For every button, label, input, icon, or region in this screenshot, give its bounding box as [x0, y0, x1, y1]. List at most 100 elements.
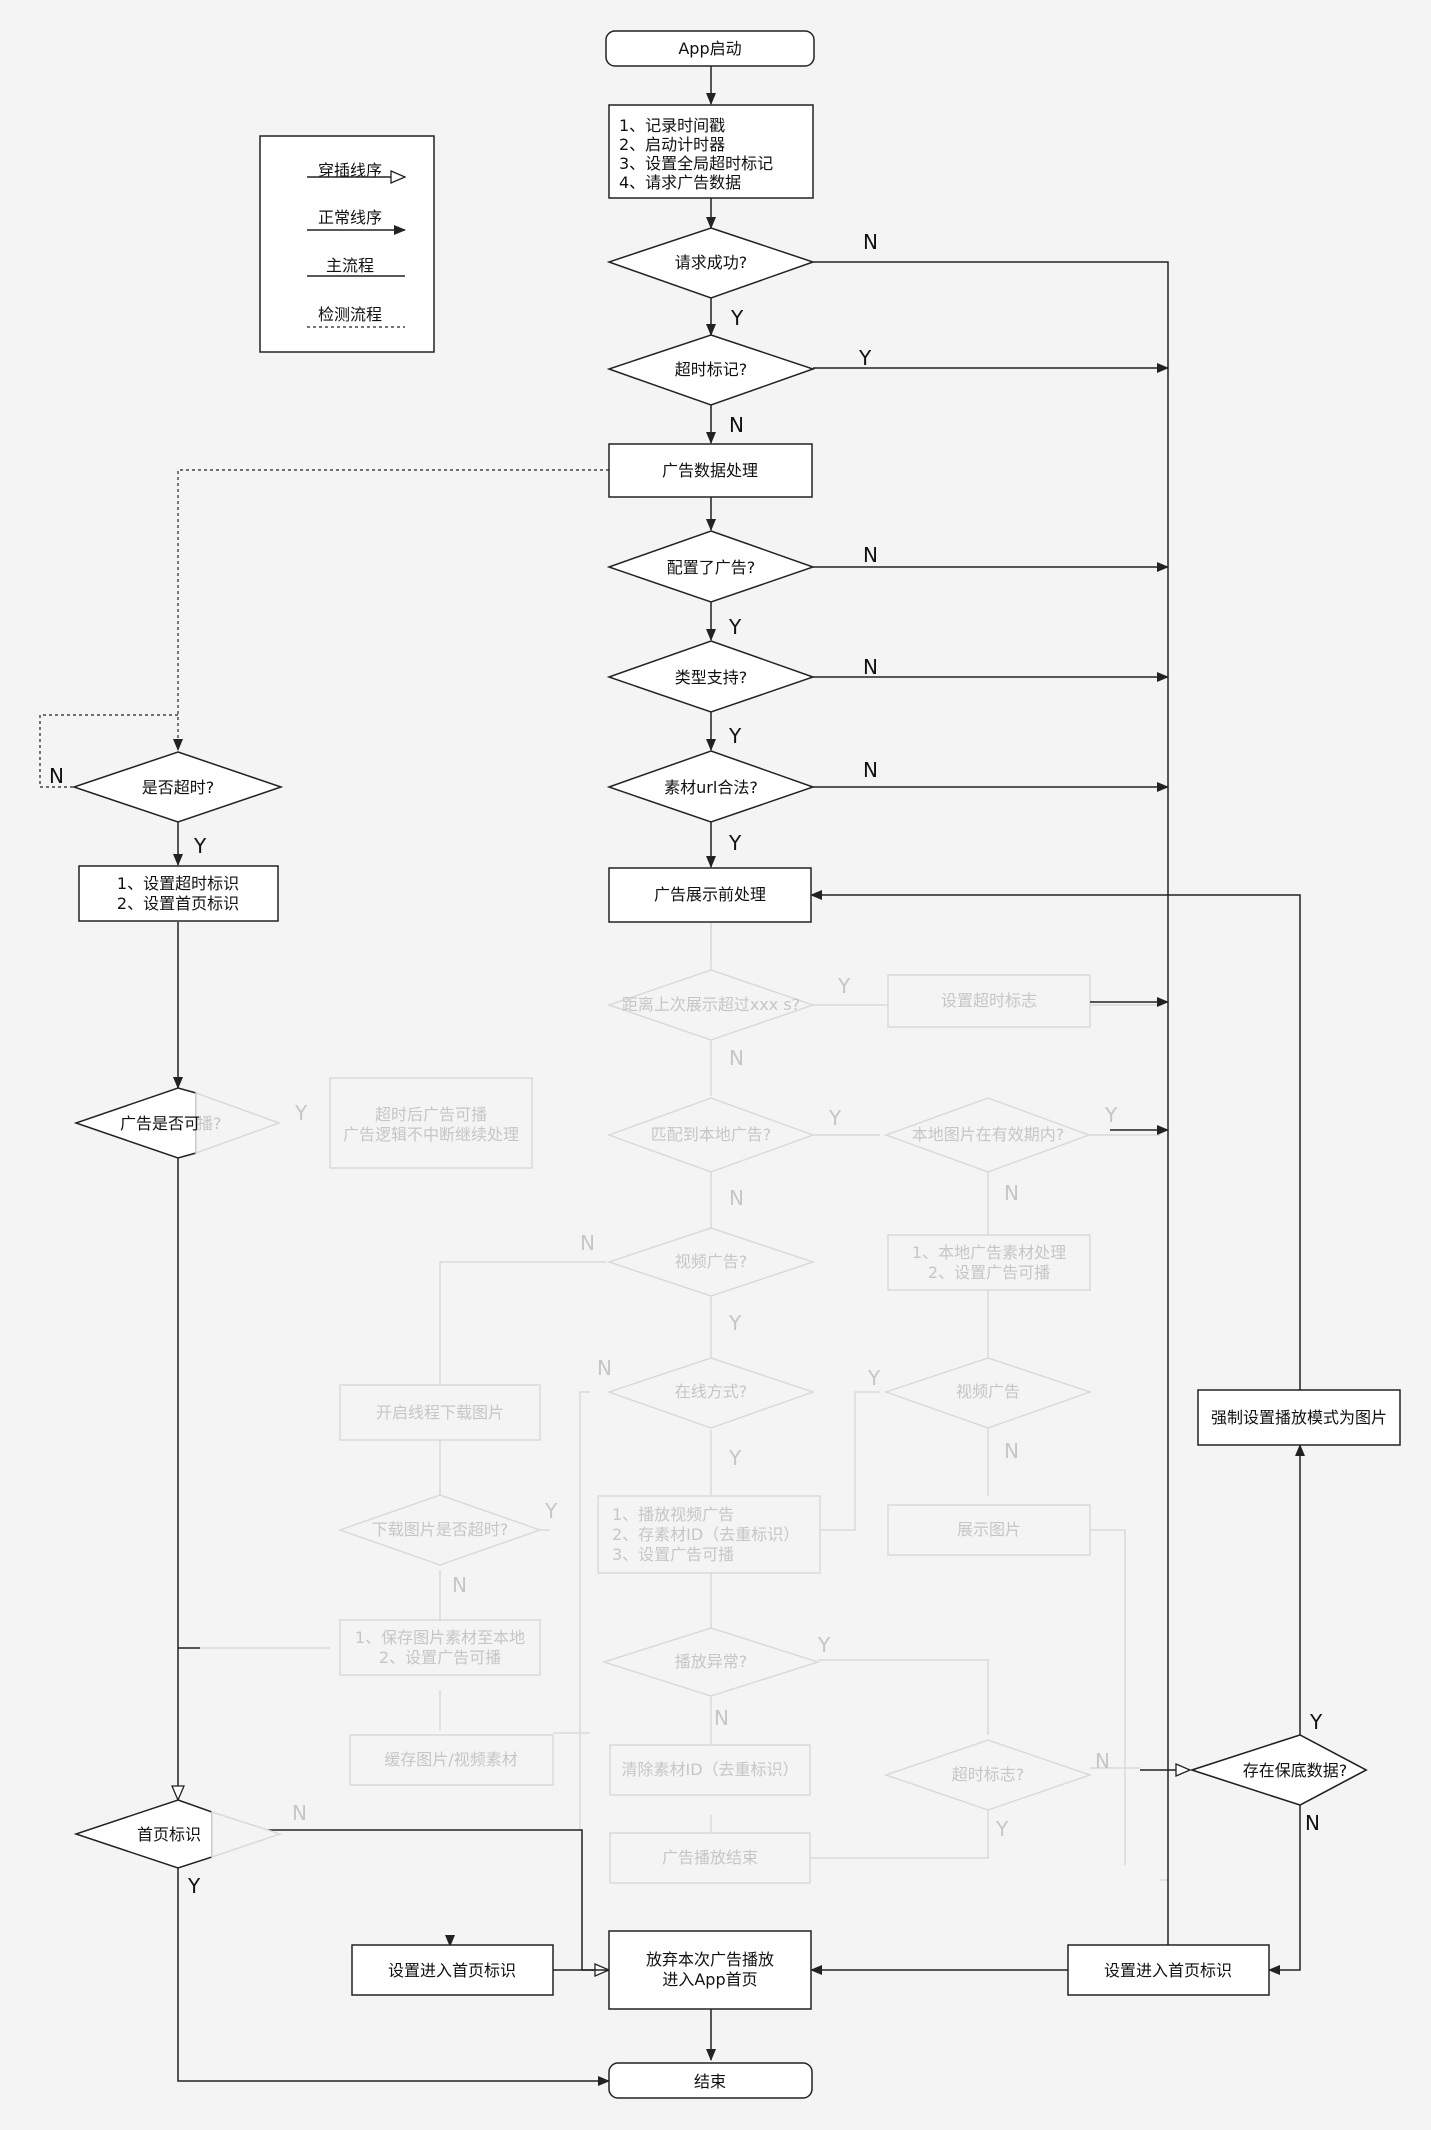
- set-flags-step-1: 1、设置超时标识: [117, 874, 239, 893]
- connector-request-no-collector: [813, 261, 1168, 1960]
- faded-yes-label: Y: [544, 1499, 558, 1523]
- faded-yes-label: Y: [867, 1366, 881, 1390]
- faded-decision: [606, 1357, 816, 1429]
- yes-label: Y: [1309, 1710, 1323, 1734]
- yes-label: Y: [728, 724, 742, 748]
- process-ad-data: [608, 443, 813, 498]
- faded-no-label: N: [580, 1231, 595, 1255]
- connector-check-flow: [173, 469, 609, 751]
- process-pre-display: [608, 867, 812, 923]
- abandon-line-1: 放弃本次广告播放: [646, 1950, 774, 1969]
- decision-has-fallback-outline: [1189, 1734, 1368, 1806]
- process-pre-display-label: 广告展示前处理: [654, 885, 766, 904]
- yes-label: Y: [728, 615, 742, 639]
- set-flags-step-2: 2、设置首页标识: [117, 894, 239, 913]
- faded-decision-label: 下载图片是否超时?: [372, 1520, 509, 1539]
- main-nodes: App启动 1、记录时间戳 2、启动计时器 3、设置全局超时标记 4、请求广告数…: [71, 30, 1401, 2099]
- faded-process: [597, 1495, 821, 1574]
- yes-label: Y: [187, 1874, 201, 1898]
- faded-branch: 距离上次展示超过xxx s? 设置超时标志 超时后广告可播 广告逻辑不中断继续处…: [200, 920, 1168, 1884]
- init-step-1: 1、记录时间戳: [619, 116, 725, 135]
- yes-label: Y: [858, 346, 872, 370]
- legend-through-line-label: 穿插线序: [318, 161, 382, 180]
- faded-no-label: N: [1095, 1749, 1110, 1773]
- init-step-4: 4、请求广告数据: [619, 173, 741, 192]
- faded-decision: [883, 1357, 1093, 1429]
- faded-decision-label: 视频广告?: [675, 1252, 748, 1271]
- faded-no-label: N: [597, 1356, 612, 1380]
- decision-homepage-flag: [73, 1799, 213, 1869]
- faded-process-label: 2、设置广告可播: [928, 1263, 1050, 1282]
- decision-is-timeout-label: 是否超时?: [142, 778, 215, 797]
- decision-homepage-flag-label: 首页标识: [137, 1825, 201, 1844]
- faded-process-label: 广告逻辑不中断继续处理: [343, 1125, 519, 1144]
- yes-label: Y: [730, 306, 744, 330]
- decision-has-fallback-label: 存在保底数据?: [1243, 1761, 1348, 1780]
- legend-main-flow-label: 主流程: [326, 256, 374, 275]
- no-label: N: [863, 543, 878, 567]
- yes-label: Y: [728, 831, 742, 855]
- faded-yes-label: Y: [728, 1311, 742, 1335]
- no-label: N: [863, 230, 878, 254]
- connector-homepage-end: [177, 1868, 610, 2086]
- faded-connector: [1089, 1529, 1126, 1865]
- faded-process: [887, 974, 1091, 1028]
- decision-timeout-flag: [606, 334, 816, 406]
- faded-yes-label: Y: [728, 1446, 742, 1470]
- decision-timeout-flag-label: 超时标记?: [675, 360, 748, 379]
- decision-ad-playable-label: 广告是否可: [120, 1114, 200, 1133]
- connector-force-to-predisplay: [810, 890, 1301, 1407]
- process-set-home-right-label: 设置进入首页标识: [1104, 1961, 1232, 1980]
- faded-decision: [601, 1627, 821, 1697]
- faded-process: [887, 1504, 1091, 1556]
- init-process: [608, 104, 814, 199]
- process-abandon: [608, 1930, 812, 2010]
- faded-no-label: N: [714, 1706, 729, 1730]
- decision-ad-configured-label: 配置了广告?: [667, 558, 756, 577]
- faded-decision: [606, 1097, 816, 1173]
- connector-fallback-no: [1268, 1805, 1301, 1975]
- faded-no-label: N: [729, 1186, 744, 1210]
- no-label: N: [863, 655, 878, 679]
- no-label: N: [292, 1801, 307, 1825]
- start-terminal-label: App启动: [678, 39, 741, 58]
- decision-type-supported-label: 类型支持?: [675, 668, 748, 687]
- faded-decision-label: 距离上次展示超过xxx s?: [622, 995, 800, 1014]
- connector-homepage-no: [240, 1829, 609, 1971]
- connector-timeout-loop: [39, 714, 178, 788]
- start-terminal: [605, 30, 815, 67]
- faded-connector: [439, 1261, 606, 1385]
- process-set-flags: [78, 865, 279, 922]
- no-label: N: [1305, 1811, 1320, 1835]
- no-label: N: [863, 758, 878, 782]
- decision-url-valid: [606, 750, 816, 823]
- faded-no-label: N: [729, 1046, 744, 1070]
- faded-yes-label: Y: [828, 1106, 842, 1130]
- faded-process-label: 超时后广告可播: [375, 1105, 487, 1124]
- faded-yes-label: Y: [294, 1101, 308, 1125]
- yes-label: Y: [193, 834, 207, 858]
- faded-yes-label: Y: [995, 1817, 1009, 1841]
- decision-homepage-flag-faded: [211, 1810, 283, 1859]
- faded-decision-label: 播放异常?: [675, 1652, 748, 1671]
- faded-process: [339, 1619, 541, 1676]
- legend-normal-line-label: 正常线序: [318, 208, 382, 227]
- faded-process: [329, 1077, 533, 1169]
- faded-yes-label: Y: [1104, 1103, 1118, 1127]
- faded-process-label: 1、本地广告素材处理: [912, 1243, 1066, 1262]
- decision-ad-configured: [606, 530, 816, 603]
- faded-decision: [606, 969, 816, 1041]
- process-set-home-left-label: 设置进入首页标识: [388, 1961, 516, 1980]
- faded-decision-label: 本地图片在有效期内?: [912, 1125, 1065, 1144]
- faded-connector: [820, 1391, 880, 1531]
- faded-connector: [811, 1810, 989, 1859]
- faded-decision: [883, 1739, 1093, 1811]
- faded-process-label: 广告播放结束: [662, 1848, 758, 1867]
- process-ad-data-label: 广告数据处理: [662, 461, 758, 480]
- faded-decision: [337, 1494, 543, 1566]
- faded-process: [609, 1744, 811, 1796]
- faded-process-label: 3、设置广告可播: [612, 1545, 734, 1564]
- end-terminal: [608, 2062, 813, 2099]
- no-label: N: [729, 413, 744, 437]
- faded-no-label: N: [1004, 1181, 1019, 1205]
